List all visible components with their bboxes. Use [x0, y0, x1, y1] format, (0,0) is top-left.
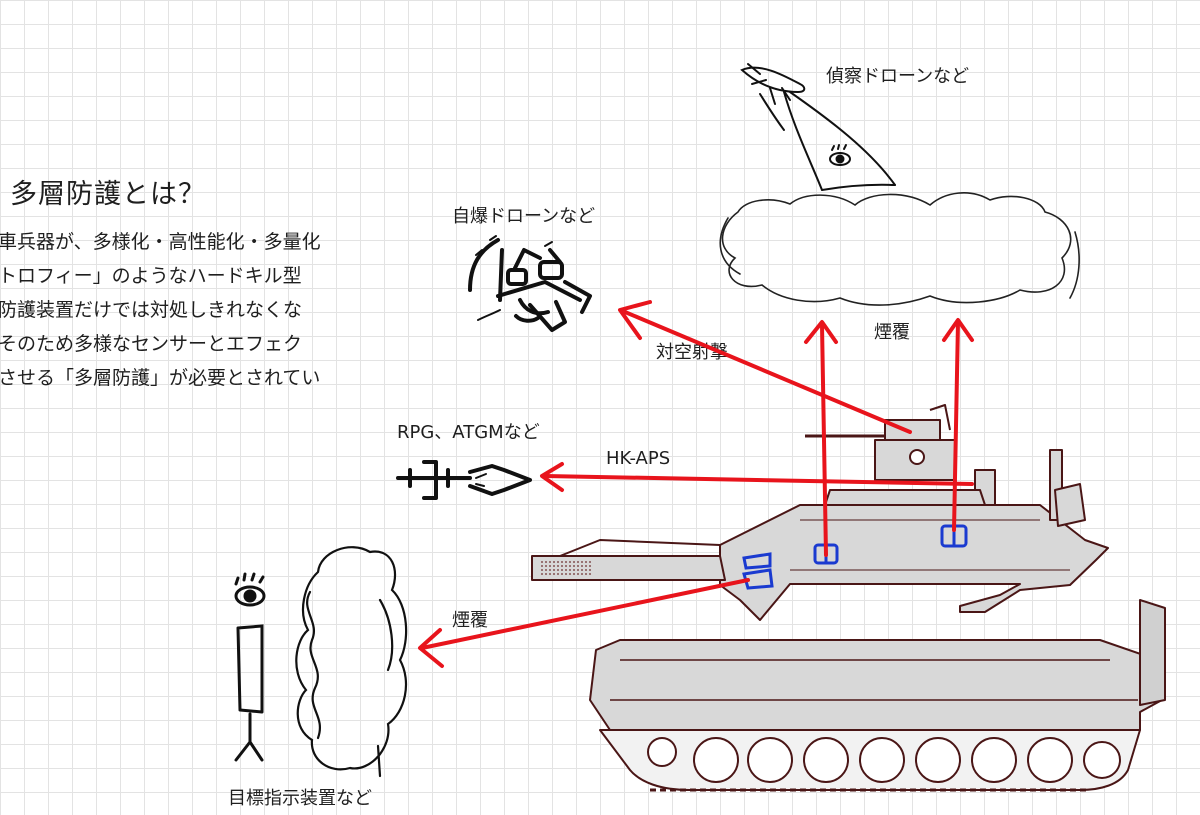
observer-figure-icon [234, 572, 266, 762]
recon-drone-icon [740, 63, 896, 191]
label-hk-aps: HK-APS [606, 448, 671, 469]
label-suicide-drone: 自爆ドローンなど [452, 206, 596, 227]
suicide-drone-icon [468, 235, 592, 332]
body-line-5: させる「多層防護」が必要とされてい [0, 367, 321, 389]
page-title: 多層防護とは？ [10, 179, 206, 210]
hk-aps-arrow [543, 474, 974, 486]
label-smoke-side: 煙覆 [452, 610, 488, 631]
label-target-designator: 目標指示装置など [228, 788, 372, 809]
body-line-2: トロフィー」のようなハードキル型 [0, 265, 302, 287]
smoke-side-arrow [420, 578, 750, 650]
smoke-cloud-side [295, 546, 408, 778]
smoke-up-arrow-left [820, 323, 828, 557]
aa-fire-arrow [623, 310, 912, 434]
rpg-atgm-icon [396, 460, 532, 500]
body-line-3: 防護装置だけでは対処しきれなくな [0, 299, 303, 321]
label-smoke-top: 煙覆 [874, 322, 910, 343]
tank-icon [531, 404, 1166, 792]
smoke-up-arrow-right [952, 320, 960, 532]
label-rpg-atgm: RPG、ATGMなど [397, 422, 540, 443]
arrows [418, 300, 974, 668]
smoke-cloud-top [719, 192, 1080, 306]
body-line-1: 車兵器が、多様化・高性能化・多量化 [0, 231, 321, 253]
body-line-4: そのため多様なセンサーとエフェク [0, 333, 303, 355]
label-recon-drone: 偵察ドローンなど [826, 66, 970, 87]
